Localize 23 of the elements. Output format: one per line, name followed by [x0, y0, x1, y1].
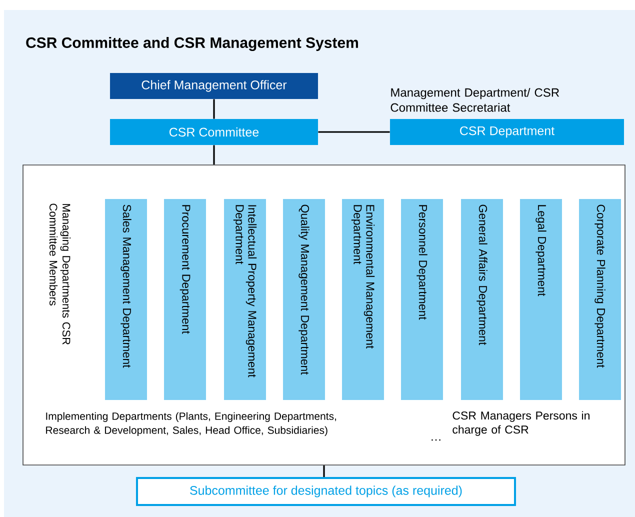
department-bar: Legal Department	[520, 199, 562, 400]
managers-label: CSR Managers Persons in charge of CSR	[452, 411, 590, 436]
org-box: Chief Management Officer	[110, 73, 318, 99]
org-box: CSR Department	[390, 119, 624, 145]
connector-line	[323, 465, 325, 477]
ellipsis-mark: …	[432, 439, 440, 441]
title: CSR Committee and CSR Management System	[26, 36, 358, 52]
vertical-label: Managing Departments CSR Committee Members	[49, 204, 71, 344]
department-bar: Intellectual Property Management Department	[224, 199, 266, 400]
department-bar: Procurement Department	[164, 199, 206, 400]
connector-line	[213, 145, 215, 165]
secretariat-label: Management Department/ CSR Committee Secretariat	[390, 88, 560, 112]
department-bar: Personnel Department	[401, 199, 443, 400]
implementing-label: Implementing Departments (Plants, Engineering Departments, Research & Development, Sales, Head Office, Subsidiaries)	[46, 412, 336, 436]
connector-line	[213, 99, 215, 119]
department-bar: Sales Management Department	[105, 199, 147, 400]
department-bar: Quality Management Department	[283, 199, 325, 400]
subcommittee-box: Subcommittee for designated topics (as required)	[136, 477, 516, 506]
connector-line	[318, 131, 390, 133]
department-bar: Environmental Management Department	[342, 199, 384, 400]
department-bar: General Affairs Department	[461, 199, 503, 400]
org-box: CSR Committee	[110, 119, 318, 145]
department-bar: Corporate Planning Department	[579, 199, 621, 400]
